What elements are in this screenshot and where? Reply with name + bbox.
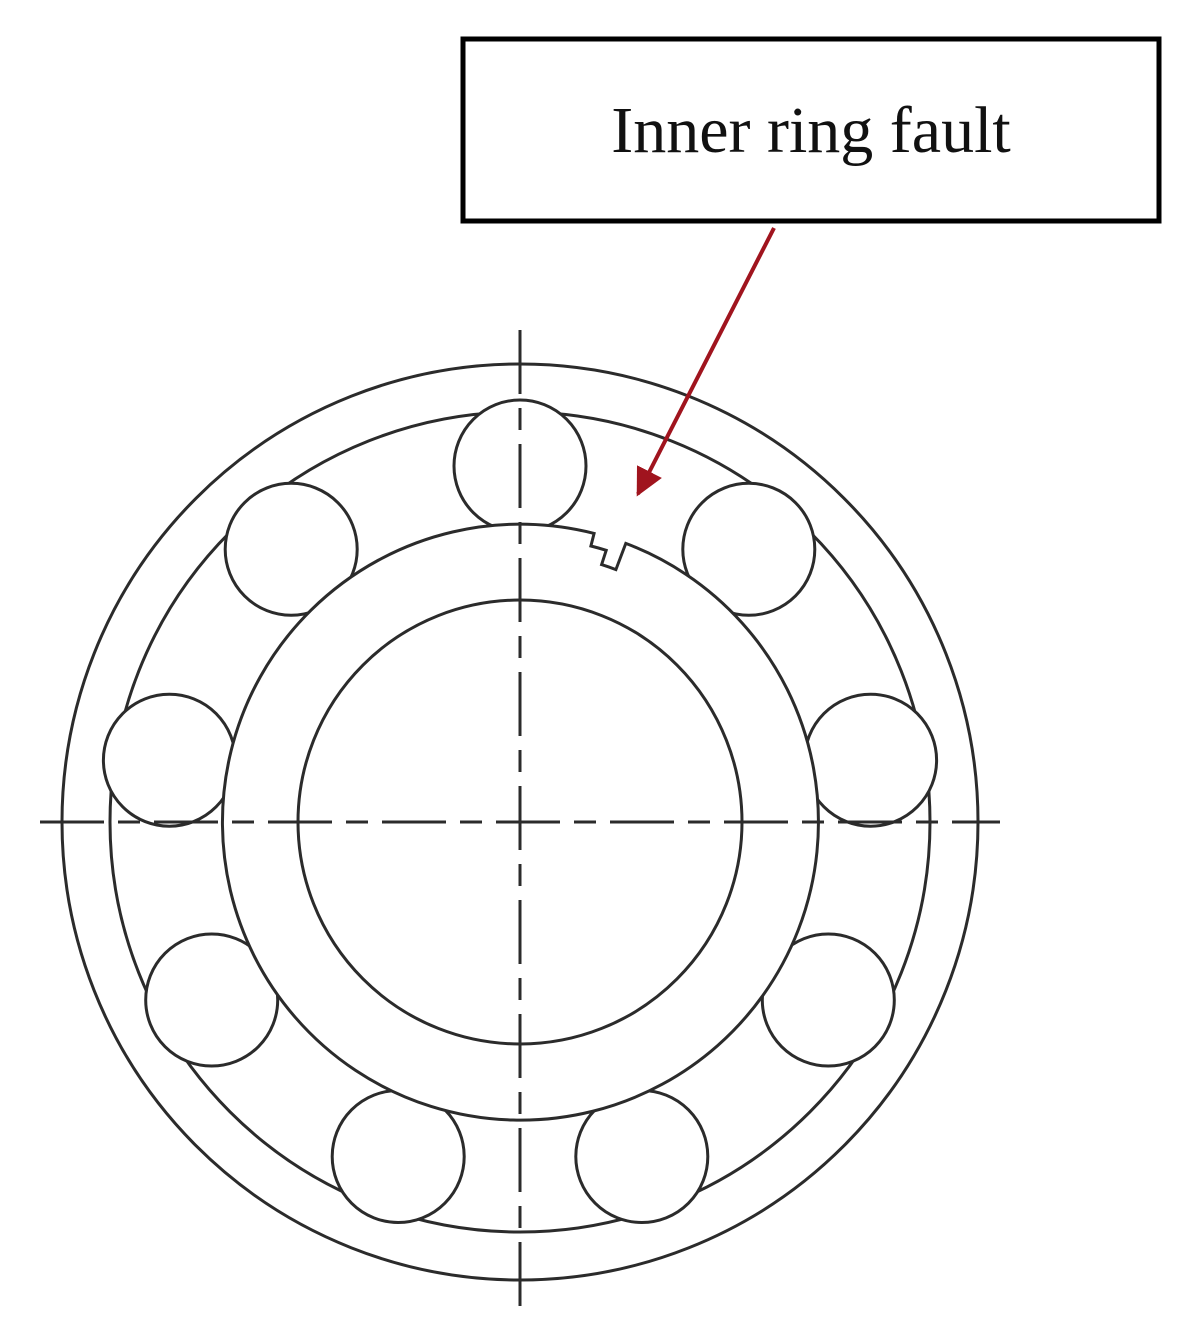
rolling-element-7	[144, 932, 280, 1068]
rolling-element-8	[101, 692, 237, 828]
callout-box	[460, 36, 1162, 224]
rolling-element-2	[681, 481, 817, 617]
rolling-element-3	[803, 692, 939, 828]
rolling-element-4	[760, 932, 896, 1068]
callout-label: Inner ring fault	[611, 94, 1011, 167]
rolling-elements	[101, 398, 939, 1224]
fault-arrow	[636, 227, 776, 497]
rolling-element-9	[223, 481, 359, 617]
